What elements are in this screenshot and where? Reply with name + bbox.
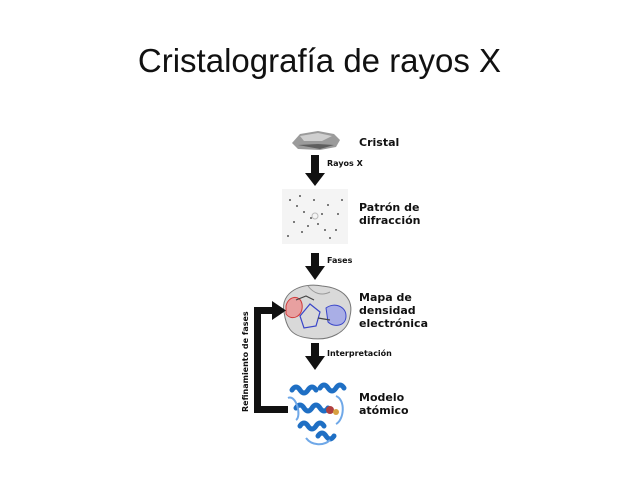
stage-label-model-2: atómico xyxy=(359,404,409,417)
stage-label-density-2: densidad xyxy=(359,304,416,317)
electron-density-map-icon xyxy=(283,284,352,340)
diffraction-pattern-icon xyxy=(282,189,348,244)
arrow-down-icon xyxy=(305,155,325,186)
slide-title: Cristalografía de rayos X xyxy=(137,42,502,79)
transition-label-xrays: Rayos X xyxy=(327,159,364,168)
crystal-icon xyxy=(292,131,340,150)
transition-label-interpretation: Interpretación xyxy=(327,348,392,358)
arrow-down-icon xyxy=(305,253,325,280)
protein-structure-icon xyxy=(287,382,347,446)
arrow-down-icon xyxy=(305,343,325,370)
stage-label-density-1: Mapa de xyxy=(359,291,412,304)
stage-label-model-1: Modelo xyxy=(359,391,405,404)
stage-label-crystal: Cristal xyxy=(359,136,399,149)
stage-label-density-3: electrónica xyxy=(359,317,428,330)
feedback-label: Refinamiento de fases xyxy=(241,311,250,412)
stage-label-diffraction-2: difracción xyxy=(359,214,420,227)
feedback-loop-arrow xyxy=(254,301,288,413)
stage-label-diffraction-1: Patrón de xyxy=(359,201,419,214)
transition-label-phases: Fases xyxy=(327,256,353,265)
